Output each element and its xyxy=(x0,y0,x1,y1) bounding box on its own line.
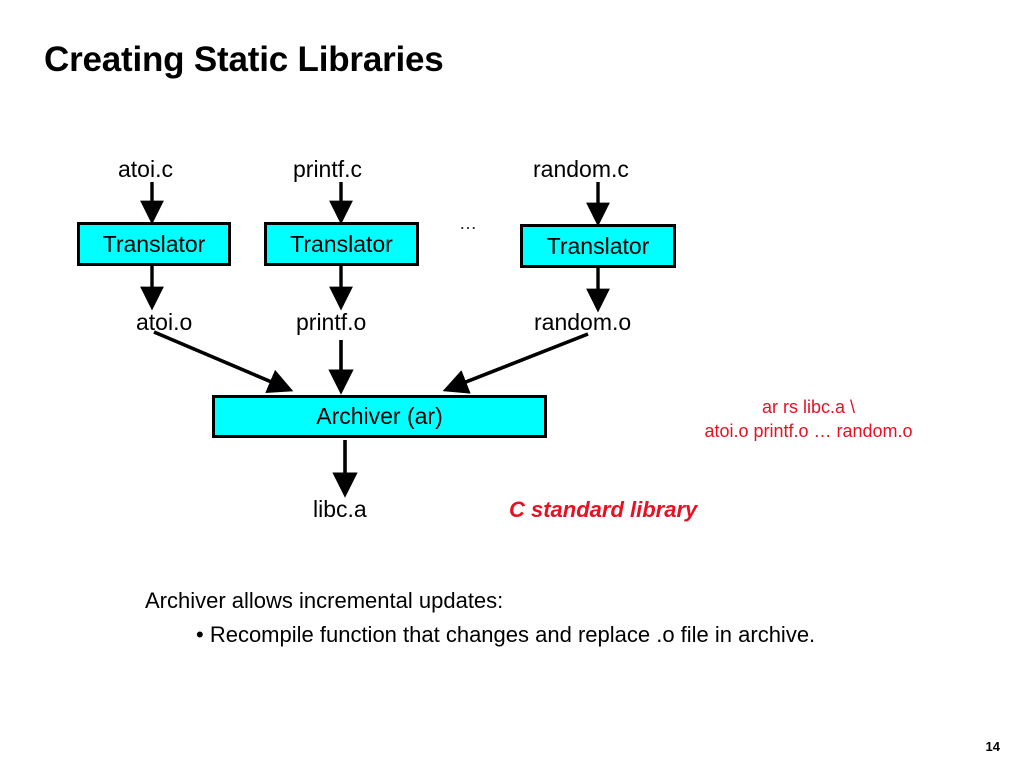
command-note-line-1: ar rs libc.a \ xyxy=(761,397,856,417)
object-file-label-atoi-o: atoi.o xyxy=(136,309,193,335)
page-title: Creating Static Libraries xyxy=(44,40,444,79)
object-file-label-random-o: random.o xyxy=(534,309,632,335)
object-file-label-printf-o: printf.o xyxy=(296,309,367,335)
output-label-libc-a: libc.a xyxy=(313,496,367,522)
translator-box-3[interactable]: Translator xyxy=(520,224,676,268)
output-note-c-standard-library: C standard library xyxy=(509,497,698,522)
arrow-atoio-to-archiver xyxy=(153,330,294,393)
translator-ellipsis: … xyxy=(459,213,478,233)
source-file-label-printf-c: printf.c xyxy=(293,156,363,182)
arrow-randomo-to-archiver xyxy=(442,332,589,394)
body-heading: Archiver allows incremental updates: xyxy=(145,588,504,613)
archiver-box[interactable]: Archiver (ar) xyxy=(212,395,547,438)
body-bullet: • Recompile function that changes and re… xyxy=(196,622,816,647)
command-note-line-2: atoi.o printf.o … random.o xyxy=(704,421,913,442)
translator-box-2[interactable]: Translator xyxy=(264,222,419,266)
translator-box-1[interactable]: Translator xyxy=(77,222,231,266)
source-file-label-random-c: random.c xyxy=(533,156,629,182)
page-number: 14 xyxy=(985,739,1000,754)
source-file-label-atoi-c: atoi.c xyxy=(118,156,173,182)
